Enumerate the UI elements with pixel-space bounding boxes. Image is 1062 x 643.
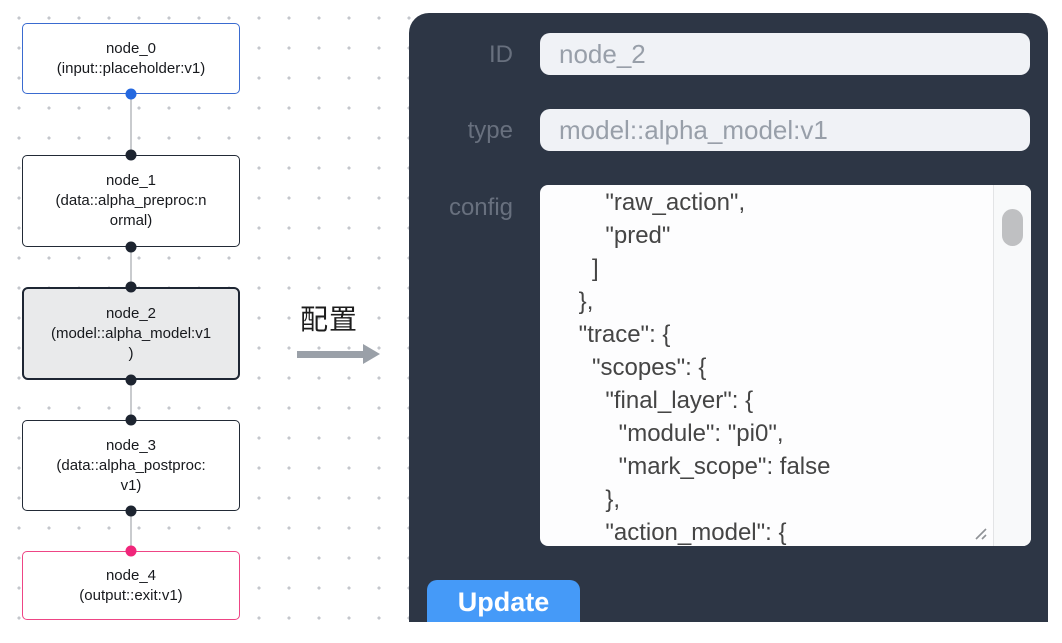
- update-button[interactable]: Update: [427, 580, 580, 622]
- port-node3-in[interactable]: [125, 414, 137, 426]
- edge-node3-node4: [130, 511, 132, 551]
- node-node_0[interactable]: node_0 (input::placeholder:v1): [22, 23, 240, 94]
- port-node0-out[interactable]: [125, 88, 137, 100]
- port-node2-out[interactable]: [125, 374, 137, 386]
- port-node4-in[interactable]: [125, 545, 137, 557]
- node-node_1[interactable]: node_1 (data::alpha_preproc:n ormal): [22, 155, 240, 247]
- config-textarea[interactable]: "raw_action", "pred" ] }, "trace": { "sc…: [540, 185, 1031, 546]
- scrollbar-thumb[interactable]: [1002, 209, 1023, 246]
- node-config-panel: ID type config "raw_action", "pred" ] },…: [409, 13, 1048, 622]
- port-node3-out[interactable]: [125, 505, 137, 517]
- config-annotation: 配置: [290, 298, 400, 366]
- config-scrollbar[interactable]: [993, 185, 1031, 546]
- config-json-text: "raw_action", "pred" ] }, "trace": { "sc…: [578, 189, 831, 546]
- edge-node0-node1: [130, 94, 132, 155]
- annotation-label: 配置: [300, 304, 359, 335]
- edge-node1-node2: [130, 247, 132, 287]
- id-field-label: ID: [489, 41, 513, 68]
- node-node_3[interactable]: node_3 (data::alpha_postproc: v1): [22, 420, 240, 511]
- config-field-label: config: [448, 194, 513, 221]
- type-field-label: type: [467, 117, 513, 144]
- port-node1-in[interactable]: [125, 149, 137, 161]
- port-node1-out[interactable]: [125, 241, 137, 253]
- arrow-right-icon: [290, 344, 400, 366]
- resize-handle-icon[interactable]: [971, 524, 989, 542]
- node-node_4[interactable]: node_4 (output::exit:v1): [22, 551, 240, 620]
- node-node_2-selected[interactable]: node_2 (model::alpha_model:v1 ): [22, 287, 240, 380]
- type-input[interactable]: [540, 109, 1030, 151]
- edge-node2-node3: [130, 380, 132, 420]
- port-node2-in[interactable]: [125, 281, 137, 293]
- id-input[interactable]: [540, 33, 1030, 75]
